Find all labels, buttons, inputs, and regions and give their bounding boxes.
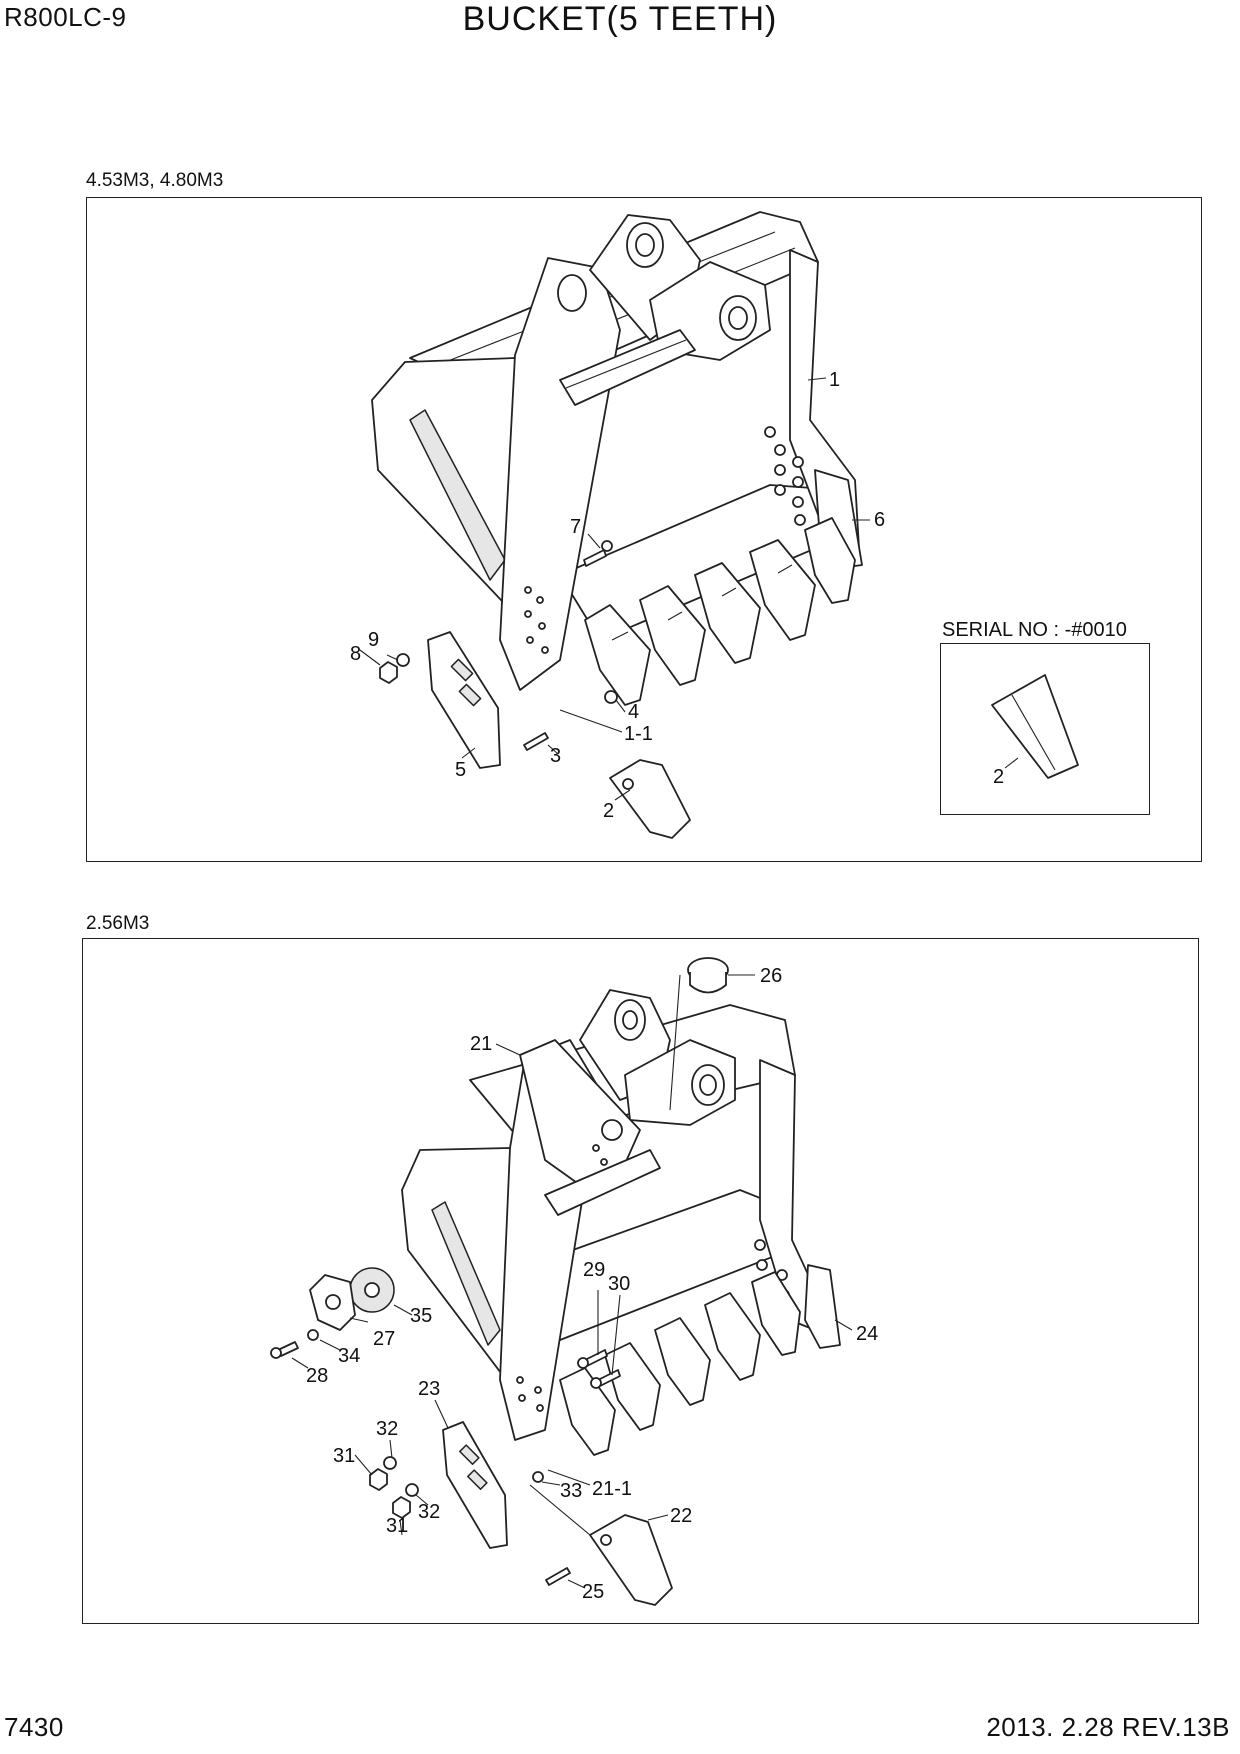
callout-31-b: 31 — [386, 1515, 408, 1537]
callout-3: 3 — [550, 745, 561, 767]
callout-7: 7 — [570, 516, 581, 538]
side-bolt-holes — [764, 426, 806, 526]
callout-21-1: 21-1 — [592, 1478, 632, 1500]
diagram-frame-2 — [82, 938, 1199, 1624]
revision-date: 2013. 2.28 REV.13B — [986, 1712, 1230, 1742]
serial-inset-frame — [940, 643, 1150, 815]
callout-28: 28 — [306, 1365, 328, 1387]
callout-9: 9 — [368, 629, 379, 651]
page-number: 7430 — [4, 1712, 64, 1742]
callout-21: 21 — [470, 1033, 492, 1055]
tooth-adapters-lower — [559, 1271, 801, 1456]
inset-callout-2: 2 — [993, 766, 1004, 788]
callout-30: 30 — [608, 1273, 630, 1295]
diagram-frame-1 — [86, 197, 1202, 862]
callout-35: 35 — [410, 1305, 432, 1327]
callout-1: 1 — [829, 369, 840, 391]
bucket-assembly-lower — [270, 957, 841, 1606]
callout-32-b: 32 — [418, 1501, 440, 1523]
callout-8: 8 — [350, 643, 361, 665]
callout-32-a: 32 — [376, 1418, 398, 1440]
callout-22: 22 — [670, 1505, 692, 1527]
bucket-assembly-upper — [371, 211, 863, 839]
leader-lines-upper — [359, 377, 1019, 801]
tooth-adapters-upper — [584, 517, 856, 706]
section-label-2: 2.56M3 — [86, 913, 150, 934]
section-label-1: 4.53M3, 4.80M3 — [86, 170, 224, 191]
callout-1-1: 1-1 — [624, 723, 653, 745]
callout-29: 29 — [583, 1259, 605, 1281]
callout-2: 2 — [603, 800, 614, 822]
leader-lines-lower — [291, 974, 853, 1589]
callout-24: 24 — [856, 1323, 878, 1345]
callout-4: 4 — [628, 701, 639, 723]
callout-25: 25 — [582, 1581, 604, 1603]
callout-5: 5 — [455, 759, 466, 781]
callout-6: 6 — [874, 509, 885, 531]
callout-27: 27 — [373, 1328, 395, 1350]
callout-26: 26 — [760, 965, 782, 987]
callout-23: 23 — [418, 1378, 440, 1400]
model-number: R800LC-9 — [4, 2, 127, 32]
callout-33: 33 — [560, 1480, 582, 1502]
serial-inset-label: SERIAL NO : -#0010 — [942, 619, 1127, 641]
page-title: BUCKET(5 TEETH) — [462, 0, 778, 38]
callout-31-a: 31 — [333, 1445, 355, 1467]
inset-tooth — [991, 674, 1079, 779]
callout-34: 34 — [338, 1345, 360, 1367]
